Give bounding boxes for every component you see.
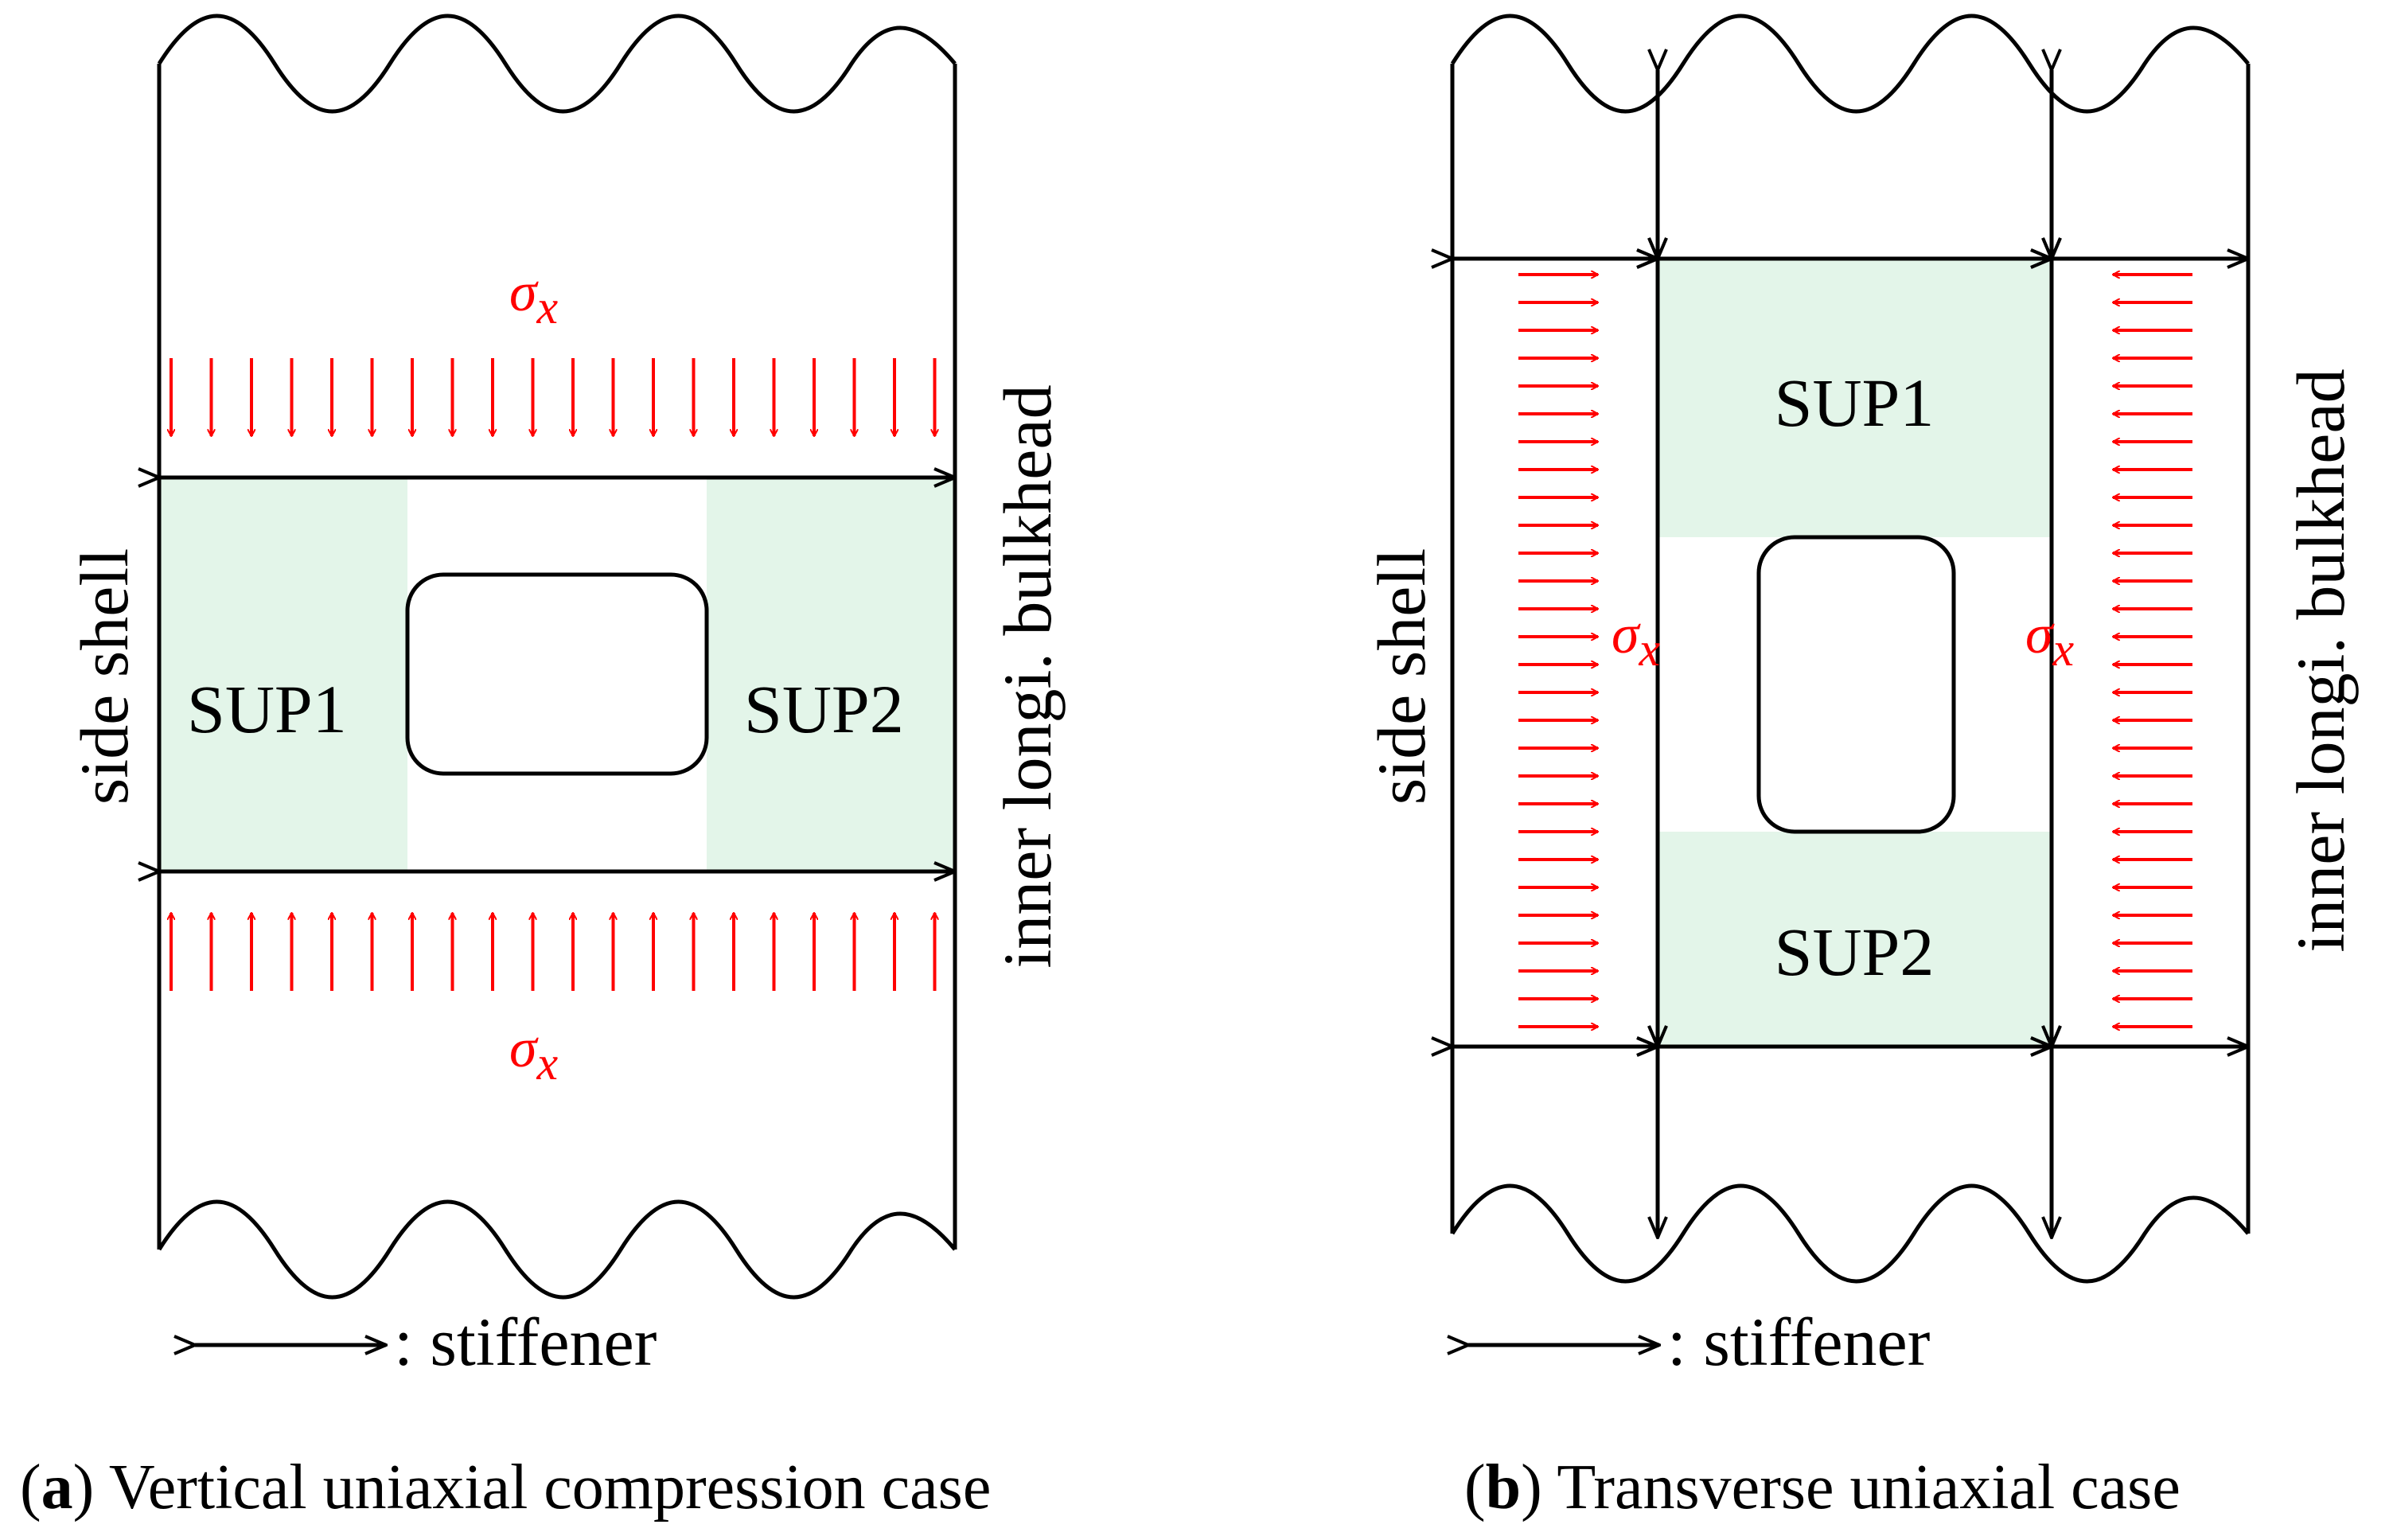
inner-bulkhead-label: inner longi. bulkhead [2282, 368, 2359, 952]
sup1-region [159, 478, 407, 871]
sup2-label: SUP2 [1775, 914, 1935, 990]
stress-arrows-right [2113, 275, 2192, 1027]
panel-a: σx σx SUP1 SUP2 side shell inner longi. … [20, 14, 1066, 1522]
plate-outline [157, 14, 957, 1300]
legend-text: : stiffener [1667, 1304, 1930, 1380]
legend-text: : stiffener [394, 1304, 657, 1380]
sigma-right-label: σx [2025, 604, 2075, 676]
opening [405, 572, 709, 776]
inner-bulkhead-label: inner longi. bulkhead [989, 384, 1066, 968]
sup1-region [1658, 259, 2052, 537]
caption-b: (b) Transverse uniaxial case [1464, 1452, 2181, 1522]
sup2-label: SUP2 [744, 671, 904, 747]
sup2-region [1658, 832, 2052, 1047]
side-shell-label: side shell [1363, 548, 1440, 805]
sigma-bottom-label: σx [509, 1018, 559, 1090]
sup1-label: SUP1 [1775, 365, 1935, 441]
opening [1756, 535, 1956, 834]
sigma-top-label: σx [509, 262, 559, 333]
stress-arrows-bottom [171, 913, 935, 991]
sigma-left-label: σx [1612, 604, 1661, 676]
side-shell-label: side shell [66, 548, 142, 805]
stress-arrows-left [1518, 275, 1598, 1027]
panel-b: σx σx SUP1 SUP2 side shell inner longi. … [1363, 14, 2359, 1522]
sup2-region [707, 478, 955, 871]
stress-arrows-top [171, 358, 935, 436]
sup1-label: SUP1 [187, 671, 347, 747]
caption-a: (a) Vertical uniaxial compression case [20, 1452, 991, 1522]
